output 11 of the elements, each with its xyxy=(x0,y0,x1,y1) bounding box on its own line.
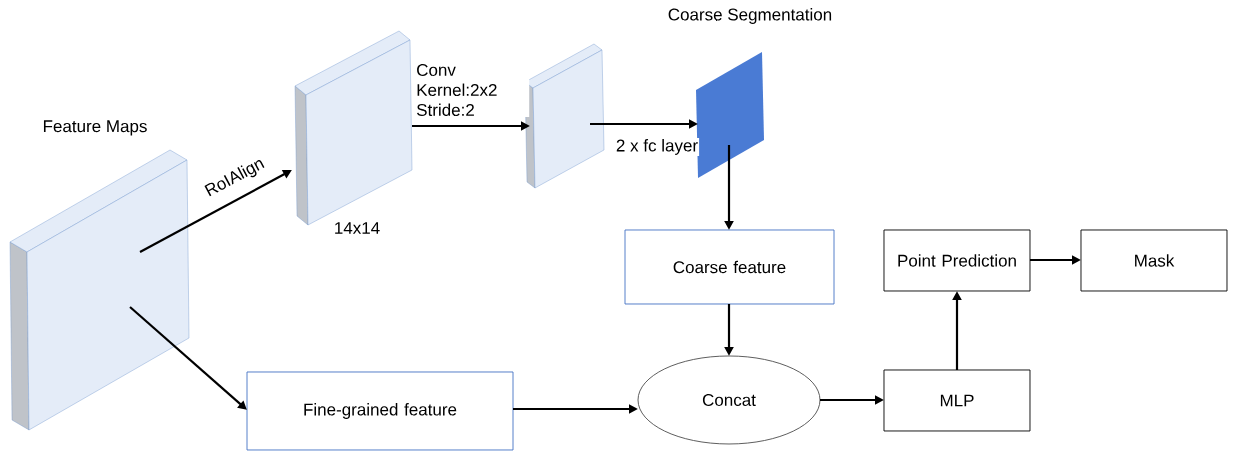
feature-map-slab xyxy=(524,43,605,189)
process-box: Fine-grained feature xyxy=(246,371,514,451)
size-label: 14x14 xyxy=(335,222,380,234)
process-box: MLP xyxy=(883,369,1031,432)
map-heading: Coarse Segmentation xyxy=(668,8,832,24)
slab-heading: Feature Maps xyxy=(43,120,147,136)
process-box: Point Prediction xyxy=(883,229,1031,292)
edge-label: Conv Kernel:2x2 Stride:2 xyxy=(415,63,530,117)
process-box: Coarse feature xyxy=(624,229,835,305)
process-box: Mask xyxy=(1080,229,1228,292)
edge-label: 2 x fc layer xyxy=(614,138,700,156)
